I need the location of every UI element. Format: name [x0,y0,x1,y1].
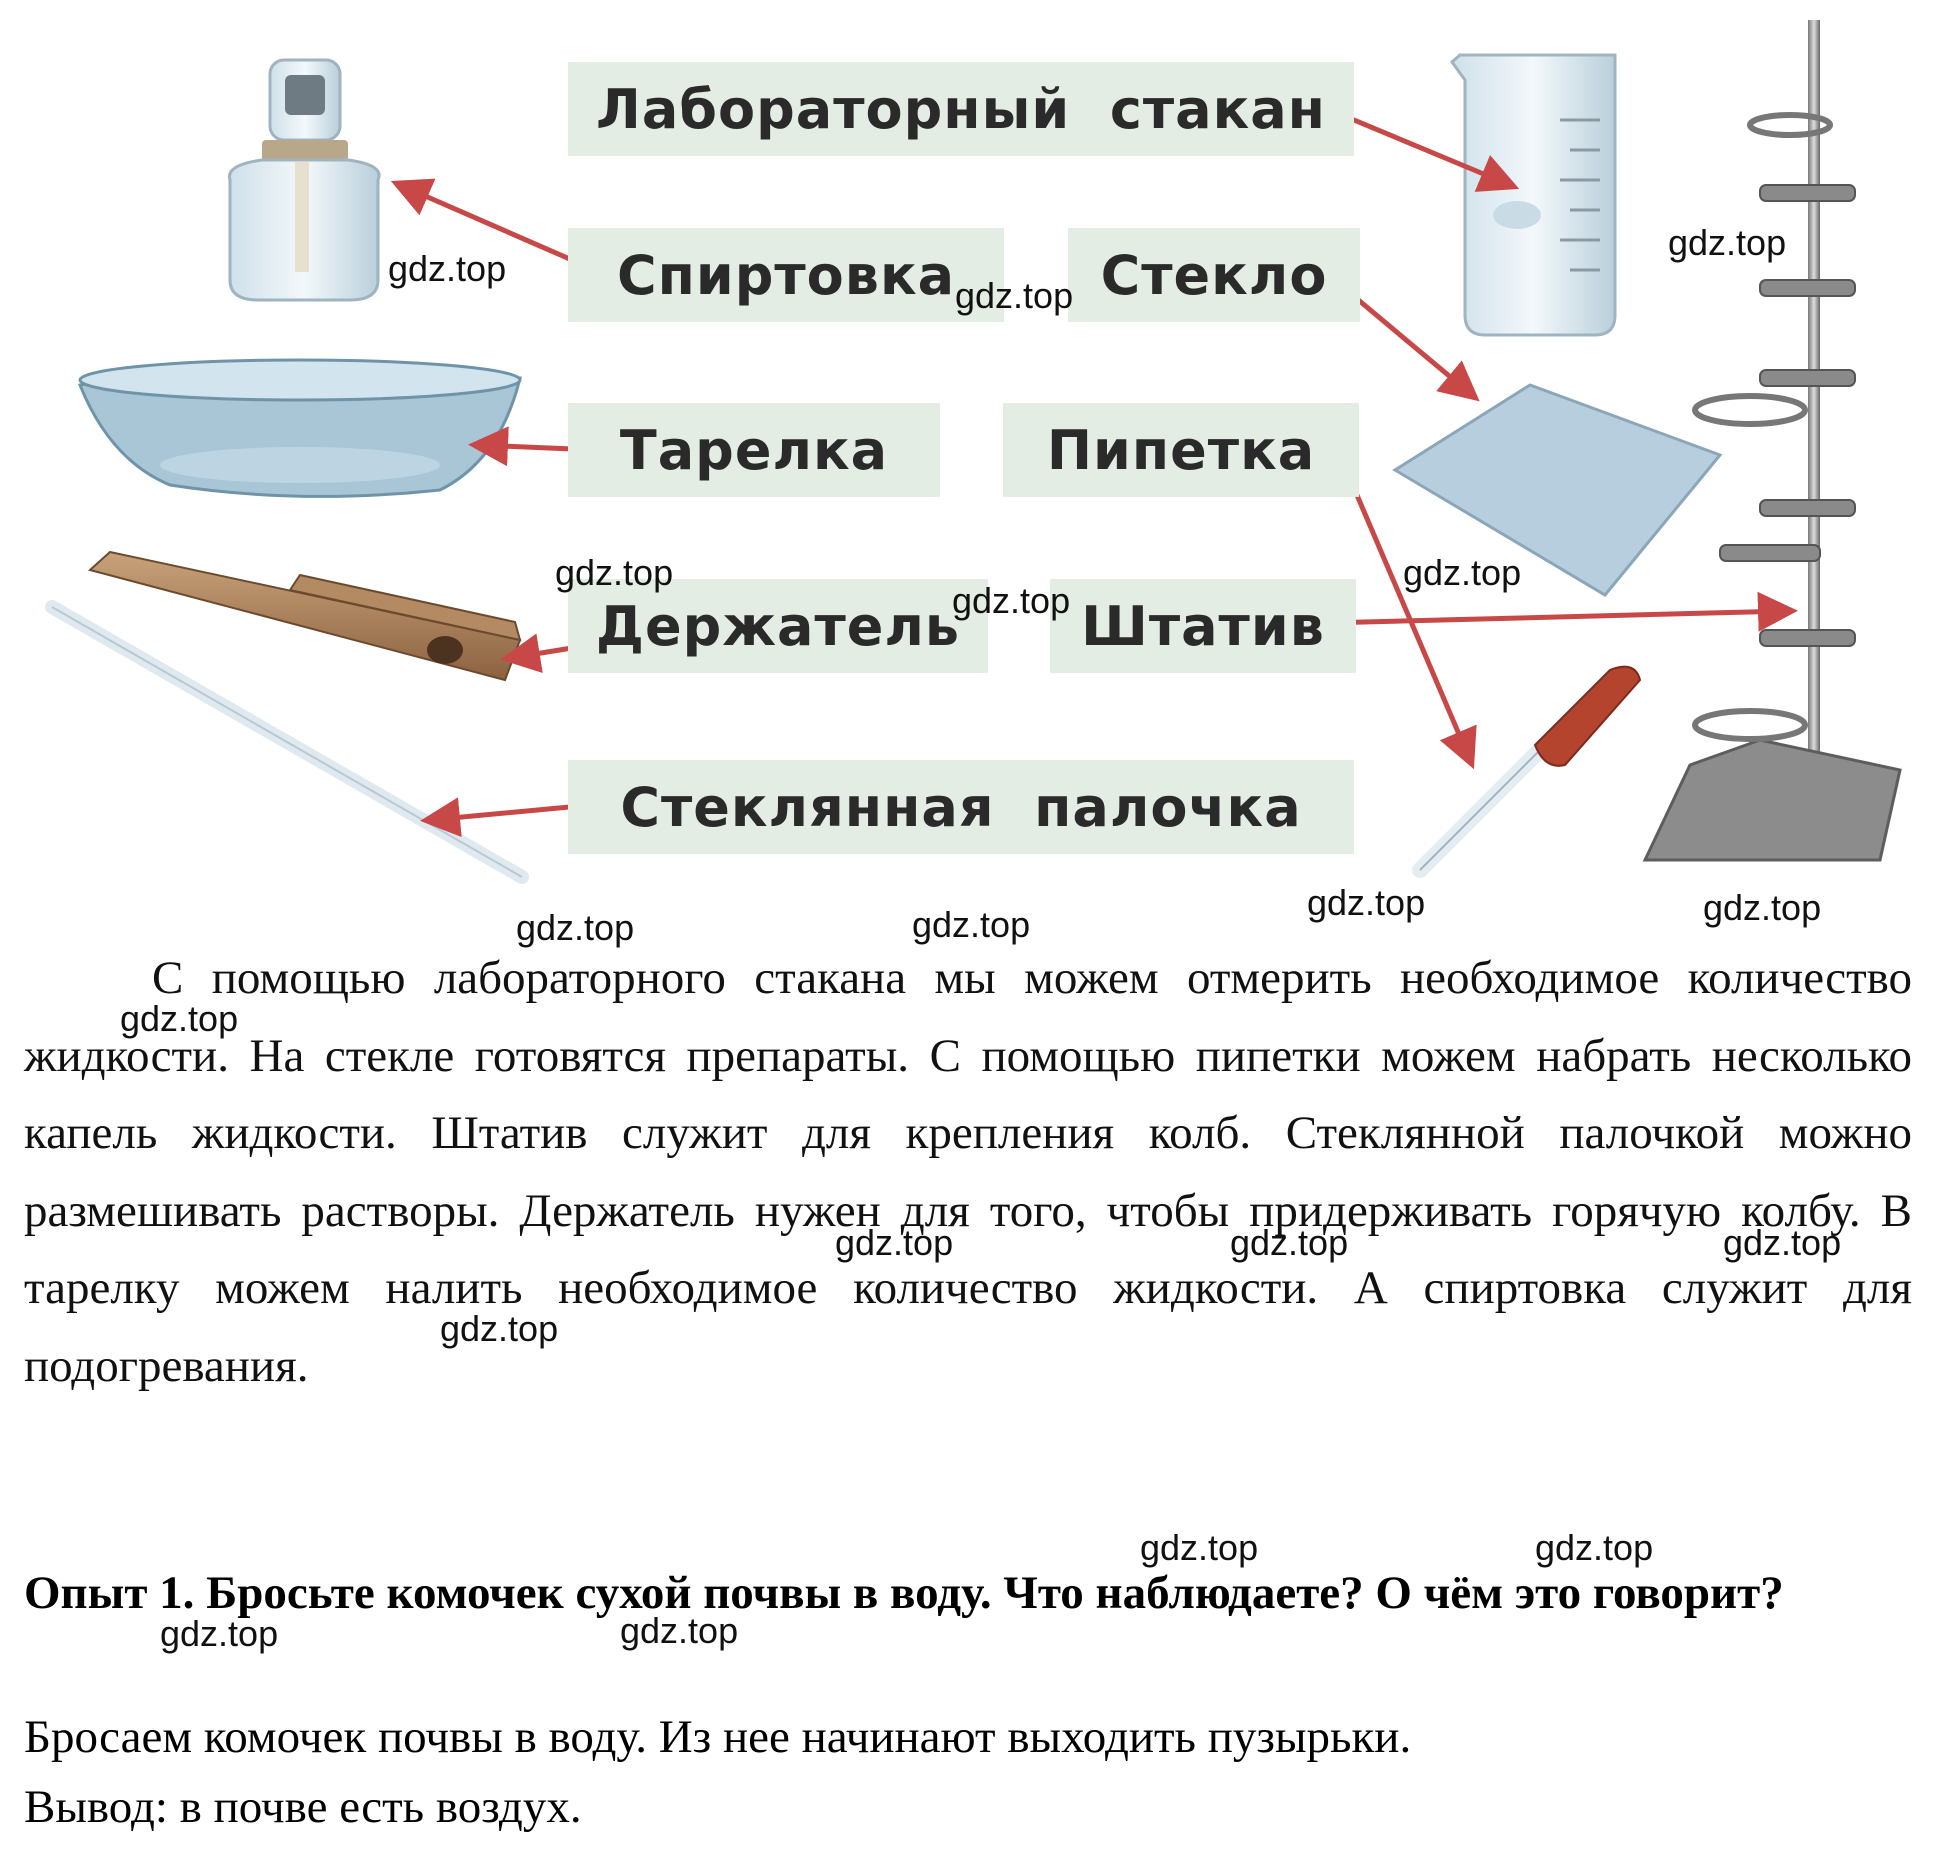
watermark: gdz.top [955,275,1074,316]
watermark: gdz.top [952,580,1071,621]
explanation-paragraph: С помощью лабораторного стакана мы можем… [24,952,1912,1392]
watermark: gdz.top [1307,882,1426,923]
watermark: gdz.top [912,904,1031,945]
pipette-image [1412,665,1642,878]
plate-image [77,358,522,498]
watermark: gdz.top [120,998,239,1039]
label-spirit-lamp: Спиртовка [568,228,1004,322]
glass-slide-image [1392,383,1723,597]
watermark: gdz.top [1403,552,1522,593]
label-plate: Тарелка [568,403,940,497]
answer-line-2: Вывод: в почве есть воздух. [24,1781,582,1833]
test-tube-holder-image [87,550,522,682]
lab-equipment-figure: Лабораторный стакан Спиртовка Стекло Тар… [45,20,1902,884]
label-stand: Штатив [1050,579,1356,673]
figure-illustration [45,20,1902,884]
watermark: gdz.top [1723,1222,1842,1263]
watermark: gdz.top [1668,222,1787,263]
experiment-question: Опыт 1. Бросьте комочек сухой почвы в во… [24,1567,1784,1619]
watermark: gdz.top [440,1308,559,1349]
lab-stand-image [1642,20,1902,862]
answer-line-1: Бросаем комочек почвы в воду. Из нее нач… [24,1711,1412,1763]
watermark: gdz.top [1703,887,1822,928]
watermark: gdz.top [835,1222,954,1263]
label-pipette: Пипетка [1003,403,1359,497]
watermark: gdz.top [620,1610,739,1651]
label-glass-rod: Стеклянная палочка [568,760,1354,854]
watermark: gdz.top [388,248,507,289]
label-holder: Держатель [568,579,988,673]
watermark: gdz.top [555,552,674,593]
label-beaker: Лабораторный стакан [568,62,1354,156]
watermark: gdz.top [1230,1222,1349,1263]
spirit-lamp-image [227,58,381,302]
watermark: gdz.top [160,1613,279,1654]
text-area: С помощью лабораторного стакана мы можем… [24,940,1912,1405]
connector-arrows [390,107,1798,838]
watermark: gdz.top [516,907,635,948]
beaker-image [1449,53,1617,337]
watermark: gdz.top [1535,1527,1654,1568]
watermark: gdz.top [1140,1527,1259,1568]
label-glass: Стекло [1068,228,1360,322]
